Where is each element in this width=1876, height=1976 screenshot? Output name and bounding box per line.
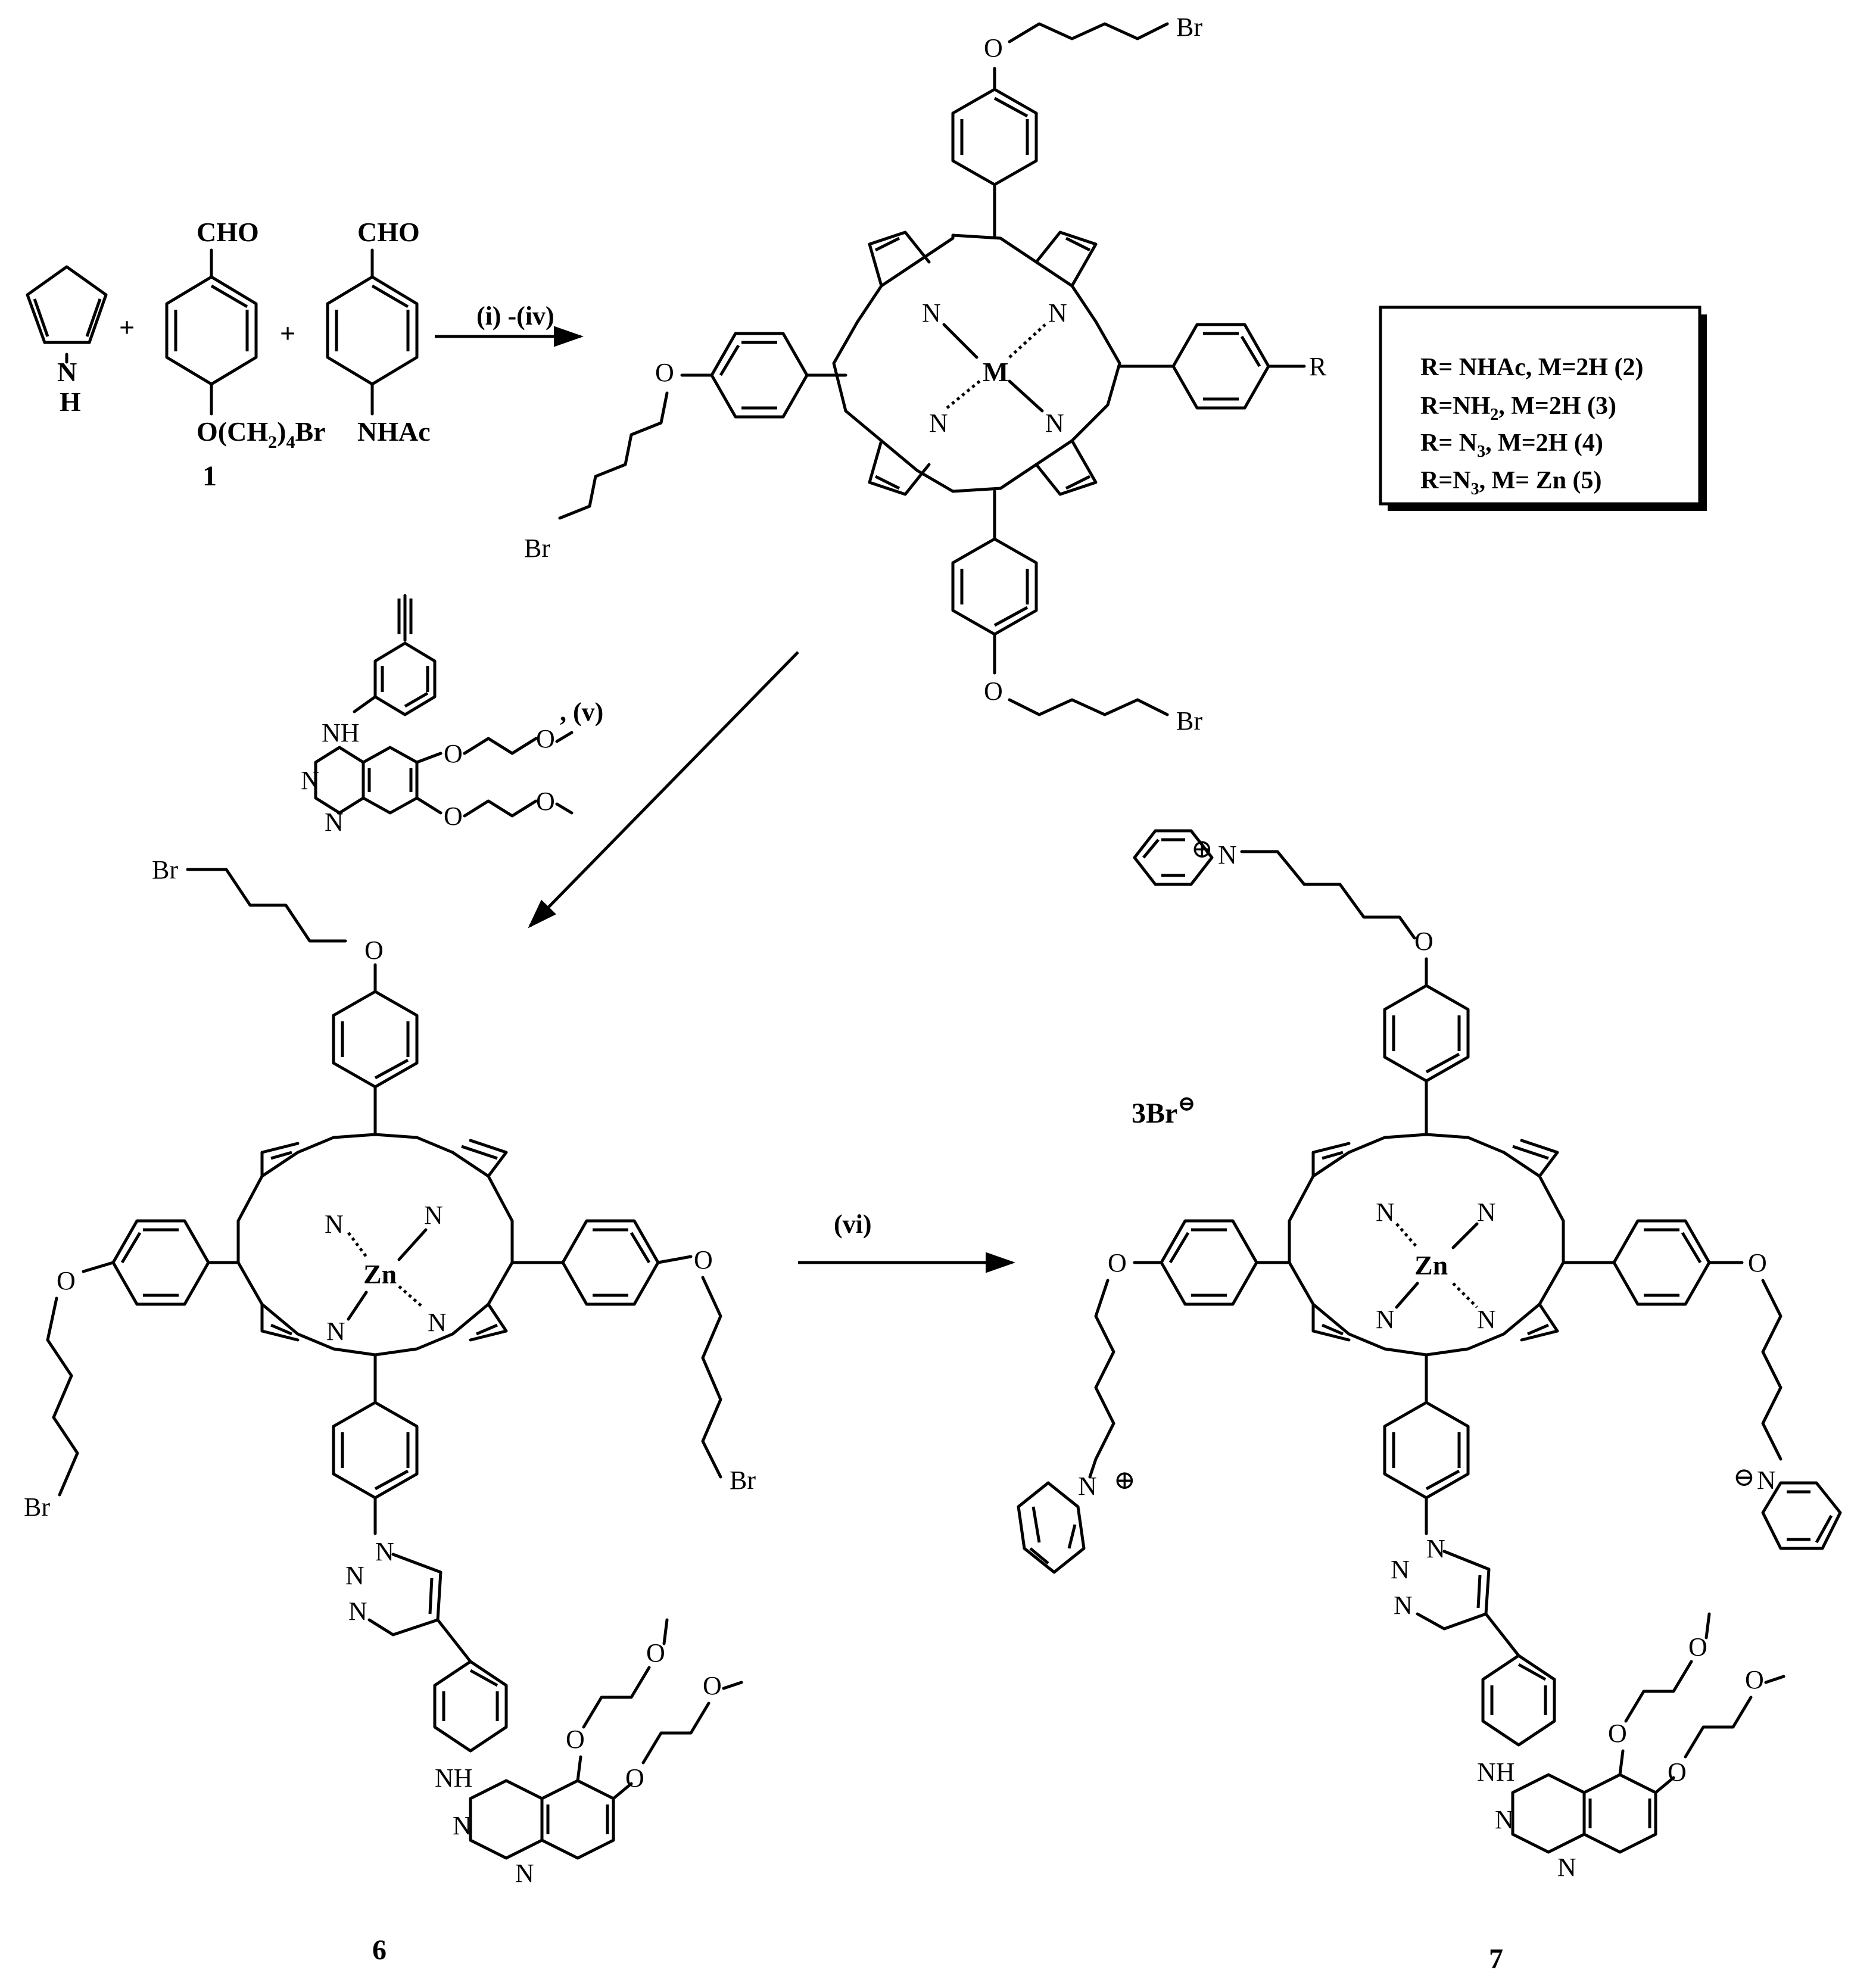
c6-n-4: N	[428, 1308, 447, 1337]
c7-quin-o3: O	[1668, 1757, 1687, 1787]
n-top-left: N	[922, 298, 941, 328]
plus-2: +	[280, 318, 295, 348]
c7-n-pyr-top: N	[1218, 840, 1237, 869]
c7-n-1: N	[1376, 1198, 1395, 1227]
c6-o-left: O	[57, 1266, 76, 1295]
step-v-label: , (v)	[560, 697, 603, 727]
o-bottom: O	[984, 677, 1003, 706]
c6-o-right: O	[694, 1245, 713, 1274]
substituent-legend: R= NHAc, M=2H (2) R=NH2, M=2H (3) R= N3,…	[1379, 306, 1707, 511]
reagent-nh: NH	[322, 718, 360, 747]
c6-br-right: Br	[730, 1466, 756, 1495]
legend-row-2: R= NHAc, M=2H (2)	[1420, 354, 1643, 381]
c6-quin-o4: O	[703, 1671, 722, 1700]
c7-quin-o4: O	[1745, 1665, 1764, 1694]
o-left: O	[655, 358, 674, 387]
legend-row-4: R= N3, M=2H (4)	[1420, 429, 1603, 461]
c7-o-top: O	[1414, 927, 1434, 956]
svg-text:O(CH2)4Br: O(CH2)4Br	[197, 416, 326, 452]
c6-triazole-n1: N	[375, 1537, 394, 1566]
c6-quin-o3: O	[625, 1763, 644, 1793]
c6-o-top: O	[364, 936, 384, 965]
c7-n-3: N	[1376, 1305, 1395, 1334]
reagent-n3: N	[325, 808, 344, 837]
n-bottom-left: N	[929, 409, 948, 438]
c6-br-left: Br	[24, 1492, 50, 1522]
reagent-o2: O	[536, 724, 555, 753]
c7-o-right: O	[1748, 1248, 1767, 1277]
c7-triazole-n2: N	[1391, 1555, 1410, 1584]
c7-plus-top: ⊕	[1191, 834, 1213, 864]
plus-1: +	[119, 312, 135, 342]
porphyrin-2-5: N N N N M O Br O Br O Br	[524, 13, 1327, 735]
c7-n-2: N	[1477, 1198, 1496, 1227]
c6-zn: Zn	[363, 1259, 397, 1289]
br-left: Br	[524, 534, 550, 563]
c6-br-top: Br	[152, 855, 178, 884]
c6-n-2: N	[424, 1201, 443, 1230]
reagent-o3: O	[444, 802, 463, 831]
c6-nh: NH	[435, 1763, 473, 1793]
aldehyde-1: CHO O(CH2)4Br 1	[165, 217, 326, 492]
c6-triazole-n3: N	[348, 1597, 367, 1626]
pyrrole-h: H	[60, 387, 81, 417]
c7-zn: Zn	[1414, 1250, 1448, 1280]
erlotinib-alkyne-reagent: NH N N O O O O	[301, 594, 574, 837]
o-top: O	[984, 33, 1003, 63]
c6-triazole-n2: N	[345, 1561, 364, 1590]
compound-7: N ⊕ O 3Br⊖ N N N N Zn O N ⊕	[1017, 829, 1842, 1882]
c7-n-pyr-left: N	[1078, 1472, 1097, 1501]
aldehyde1-cho: CHO	[197, 217, 259, 247]
c7-n-4: N	[1477, 1305, 1496, 1334]
reagent-o4: O	[536, 787, 555, 816]
br-top: Br	[1176, 13, 1202, 42]
c7-triazole-n3: N	[1394, 1591, 1413, 1620]
c7-quin-n3: N	[1557, 1853, 1576, 1882]
legend-row-5: R=N3, M= Zn (5)	[1420, 467, 1602, 498]
c6-quin-n1: N	[453, 1811, 472, 1840]
c6-quin-o2: O	[646, 1638, 665, 1668]
c7-quin-n1: N	[1495, 1805, 1514, 1834]
c6-n-3: N	[326, 1317, 345, 1346]
c7-quin-o2: O	[1688, 1632, 1707, 1662]
c7-n-pyr-right: N	[1757, 1466, 1776, 1495]
metal-m: M	[983, 357, 1008, 387]
legend-row-3: R=NH2, M=2H (3)	[1420, 392, 1616, 424]
c7-quin-o1: O	[1608, 1719, 1627, 1748]
arrow-step-v	[528, 651, 799, 928]
c7-triazole-n1: N	[1426, 1534, 1445, 1563]
c7-plus-left: ⊕	[1114, 1466, 1136, 1495]
c7-nh: NH	[1477, 1757, 1515, 1787]
step-i-iv-label: (i) -(iv)	[476, 301, 554, 331]
n-top-right: N	[1048, 298, 1067, 328]
pyrrole: N H	[26, 265, 108, 417]
compound-6-label: 6	[372, 1934, 387, 1966]
c7-minus-right: ⊖	[1733, 1463, 1755, 1492]
reagent-n1: N	[301, 766, 320, 795]
step-vi-label: (vi)	[834, 1210, 872, 1239]
aldehyde-2: CHO NHAc	[326, 217, 431, 447]
n-bottom-right: N	[1045, 409, 1064, 438]
compound-7-label: 7	[1489, 1943, 1503, 1975]
br-bottom: Br	[1176, 706, 1202, 735]
c6-quin-o1: O	[566, 1725, 585, 1754]
aldehyde2-nhac: NHAc	[357, 416, 431, 447]
counterion: 3Br⊖	[1132, 1092, 1196, 1129]
compound-1-label: 1	[202, 460, 217, 492]
c6-quin-n3: N	[515, 1859, 534, 1888]
c6-n-1: N	[325, 1210, 344, 1239]
aldehyde2-cho: CHO	[357, 217, 420, 247]
r-group: R	[1309, 352, 1327, 381]
c7-o-left: O	[1108, 1248, 1127, 1277]
compound-6: Br O N N N N Zn O Br O	[24, 855, 756, 1888]
reagent-o1: O	[444, 739, 463, 768]
